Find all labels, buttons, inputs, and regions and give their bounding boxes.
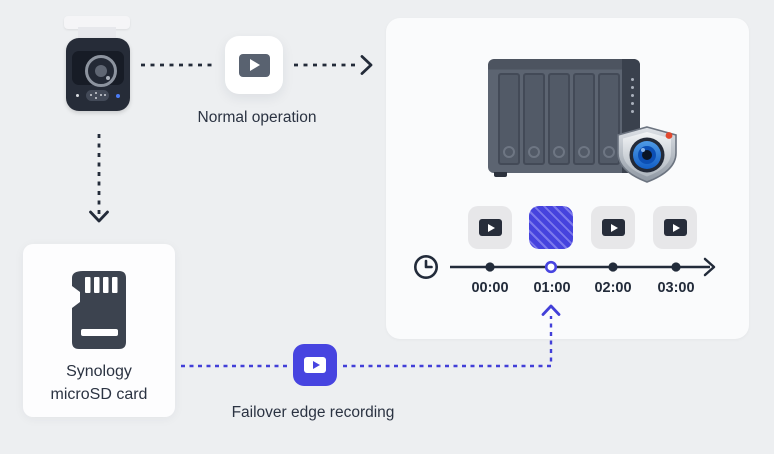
failover-label: Failover edge recording xyxy=(231,404,395,421)
drive-bay xyxy=(498,73,520,165)
camera-mount-neck xyxy=(78,27,116,40)
ip-camera-icon xyxy=(60,14,138,114)
microsd-label-line1: Synology xyxy=(66,363,132,380)
camera-lens xyxy=(85,55,117,87)
play-icon xyxy=(238,53,270,77)
timeline-tick-label: 03:00 xyxy=(657,280,695,296)
drive-bay xyxy=(573,73,595,165)
camera-speaker-grille xyxy=(86,90,109,101)
drive-bay xyxy=(548,73,570,165)
surveillance-shield-icon xyxy=(617,126,677,183)
failover-play-icon xyxy=(293,344,337,386)
clock-icon xyxy=(414,255,438,279)
timeline-tick-label: 01:00 xyxy=(533,280,571,296)
microsd-label-line2: microSD card xyxy=(50,386,148,403)
normal-operation-label: Normal operation xyxy=(197,109,317,126)
play-icon xyxy=(304,357,326,373)
normal-operation-play-icon xyxy=(225,36,283,94)
timeline-tick-label: 02:00 xyxy=(594,280,632,296)
camera-power-led xyxy=(116,94,120,98)
camera-body xyxy=(66,38,130,111)
recorded-segment-tile xyxy=(591,206,635,249)
alert-dot xyxy=(665,132,673,139)
microsd-card-label: Synology microSD card xyxy=(23,360,175,406)
camera-mount xyxy=(64,16,130,29)
timeline-tick-label: 00:00 xyxy=(471,280,509,296)
nas-drive-bays xyxy=(498,73,620,165)
recorded-segment-tile xyxy=(653,206,697,249)
recorded-segment-tile xyxy=(468,206,512,249)
camera-status-led xyxy=(76,94,79,97)
nas-icon xyxy=(488,59,640,177)
play-icon xyxy=(601,219,625,236)
drive-bay xyxy=(523,73,545,165)
missing-segment-tile xyxy=(529,206,573,249)
microsd-card-icon xyxy=(72,271,126,349)
play-icon xyxy=(663,219,687,236)
drive-bay xyxy=(598,73,620,165)
play-icon xyxy=(478,219,502,236)
camera-lens-area xyxy=(72,51,124,87)
